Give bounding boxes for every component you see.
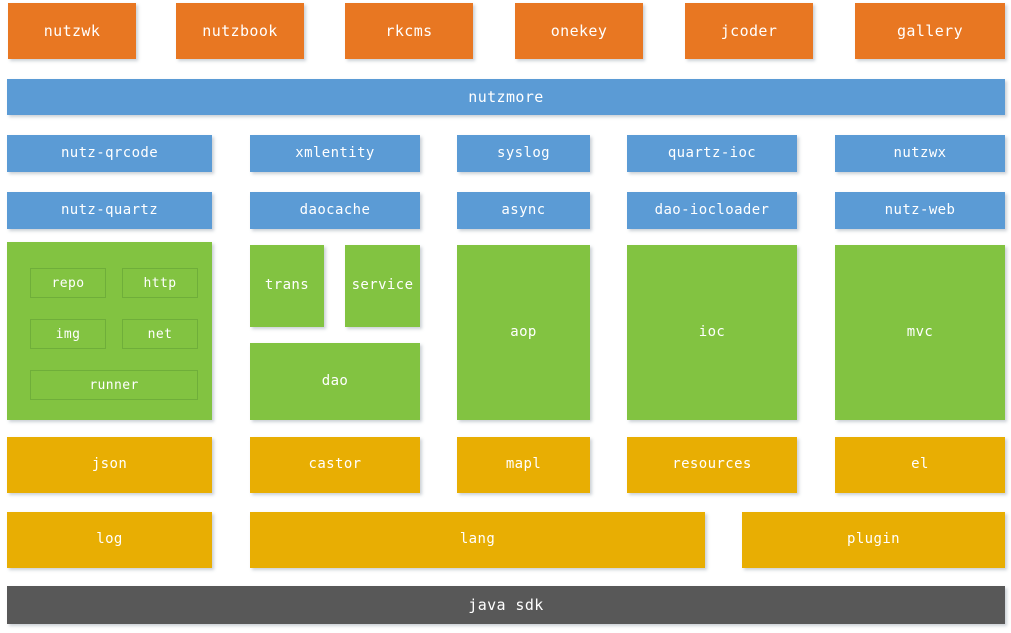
core-inner-box-net[interactable]: net <box>122 319 198 349</box>
aggregator-box-nutzmore[interactable]: nutzmore <box>7 79 1005 115</box>
app-box-gallery[interactable]: gallery <box>855 3 1005 59</box>
module-box-nutz-web[interactable]: nutz-web <box>835 192 1005 229</box>
app-box-nutzbook[interactable]: nutzbook <box>176 3 304 59</box>
core-inner-box-img[interactable]: img <box>30 319 106 349</box>
core-box-trans[interactable]: trans <box>250 245 324 327</box>
base-box-castor[interactable]: castor <box>250 437 420 493</box>
module-box-xmlentity[interactable]: xmlentity <box>250 135 420 172</box>
core-box-mvc[interactable]: mvc <box>835 245 1005 420</box>
app-box-jcoder[interactable]: jcoder <box>685 3 813 59</box>
base-box-json[interactable]: json <box>7 437 212 493</box>
base-box-lang[interactable]: lang <box>250 512 705 568</box>
module-box-dao-iocloader[interactable]: dao-iocloader <box>627 192 797 229</box>
core-inner-box-http[interactable]: http <box>122 268 198 298</box>
core-box-aop[interactable]: aop <box>457 245 590 420</box>
core-inner-box-runner[interactable]: runner <box>30 370 198 400</box>
sdk-box-java-sdk[interactable]: java sdk <box>7 586 1005 624</box>
module-box-nutz-quartz[interactable]: nutz-quartz <box>7 192 212 229</box>
base-box-resources[interactable]: resources <box>627 437 797 493</box>
core-box-ioc[interactable]: ioc <box>627 245 797 420</box>
module-box-syslog[interactable]: syslog <box>457 135 590 172</box>
module-box-async[interactable]: async <box>457 192 590 229</box>
module-box-nutz-qrcode[interactable]: nutz-qrcode <box>7 135 212 172</box>
module-box-quartz-ioc[interactable]: quartz-ioc <box>627 135 797 172</box>
base-box-mapl[interactable]: mapl <box>457 437 590 493</box>
module-box-nutzwx[interactable]: nutzwx <box>835 135 1005 172</box>
base-box-el[interactable]: el <box>835 437 1005 493</box>
base-box-log[interactable]: log <box>7 512 212 568</box>
app-box-nutzwk[interactable]: nutzwk <box>8 3 136 59</box>
app-box-rkcms[interactable]: rkcms <box>345 3 473 59</box>
base-box-plugin[interactable]: plugin <box>742 512 1005 568</box>
core-box-dao[interactable]: dao <box>250 343 420 420</box>
core-inner-box-repo[interactable]: repo <box>30 268 106 298</box>
app-box-onekey[interactable]: onekey <box>515 3 643 59</box>
core-box-service[interactable]: service <box>345 245 420 327</box>
module-box-daocache[interactable]: daocache <box>250 192 420 229</box>
